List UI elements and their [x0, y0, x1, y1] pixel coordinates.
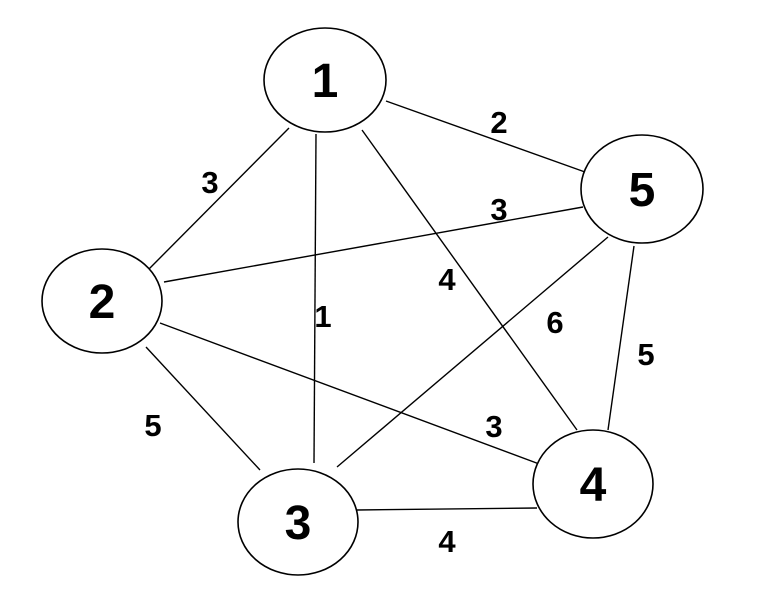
edge-weight-3-5: 6	[546, 305, 563, 340]
edge-2-3	[145, 346, 261, 471]
graph-node-5: 5	[580, 134, 704, 244]
edge-4-5	[607, 245, 635, 431]
node-circle	[237, 468, 359, 576]
node-label: 3	[285, 497, 312, 550]
edge-weight-4-5: 5	[637, 337, 654, 372]
edge-weight-2-5: 3	[490, 192, 507, 227]
node-circle	[41, 248, 163, 354]
node-label: 5	[629, 164, 656, 217]
graph-node-2: 2	[41, 248, 163, 354]
edge-weights: 3 1 4 2 3 3 5 6 4 5	[144, 105, 654, 559]
edge-2-4	[159, 322, 551, 469]
edge-3-4	[356, 507, 538, 511]
edge-1-2	[147, 127, 290, 271]
edge-weight-1-2: 3	[201, 165, 218, 200]
edge-weight-3-4: 4	[438, 524, 456, 559]
edge-3-5	[336, 236, 609, 468]
node-label: 2	[89, 276, 116, 329]
edge-weight-1-3: 1	[314, 299, 331, 334]
edge-1-5	[385, 100, 586, 173]
graph-node-1: 1	[263, 27, 387, 133]
edge-weight-1-5: 2	[490, 105, 507, 140]
edge-1-3	[313, 133, 317, 464]
edge-2-5	[163, 206, 584, 283]
graph-node-4: 4	[532, 429, 654, 539]
edge-weight-1-4: 4	[438, 262, 456, 297]
graph-node-3: 3	[237, 468, 359, 576]
node-circle	[580, 134, 704, 244]
edge-weight-2-3: 5	[144, 408, 161, 443]
node-circle	[532, 429, 654, 539]
edge-1-4	[361, 129, 578, 431]
node-label: 4	[580, 459, 607, 512]
edges	[145, 100, 635, 511]
node-label: 1	[312, 55, 339, 108]
node-circle	[263, 27, 387, 133]
edge-weight-2-4: 3	[485, 409, 502, 444]
